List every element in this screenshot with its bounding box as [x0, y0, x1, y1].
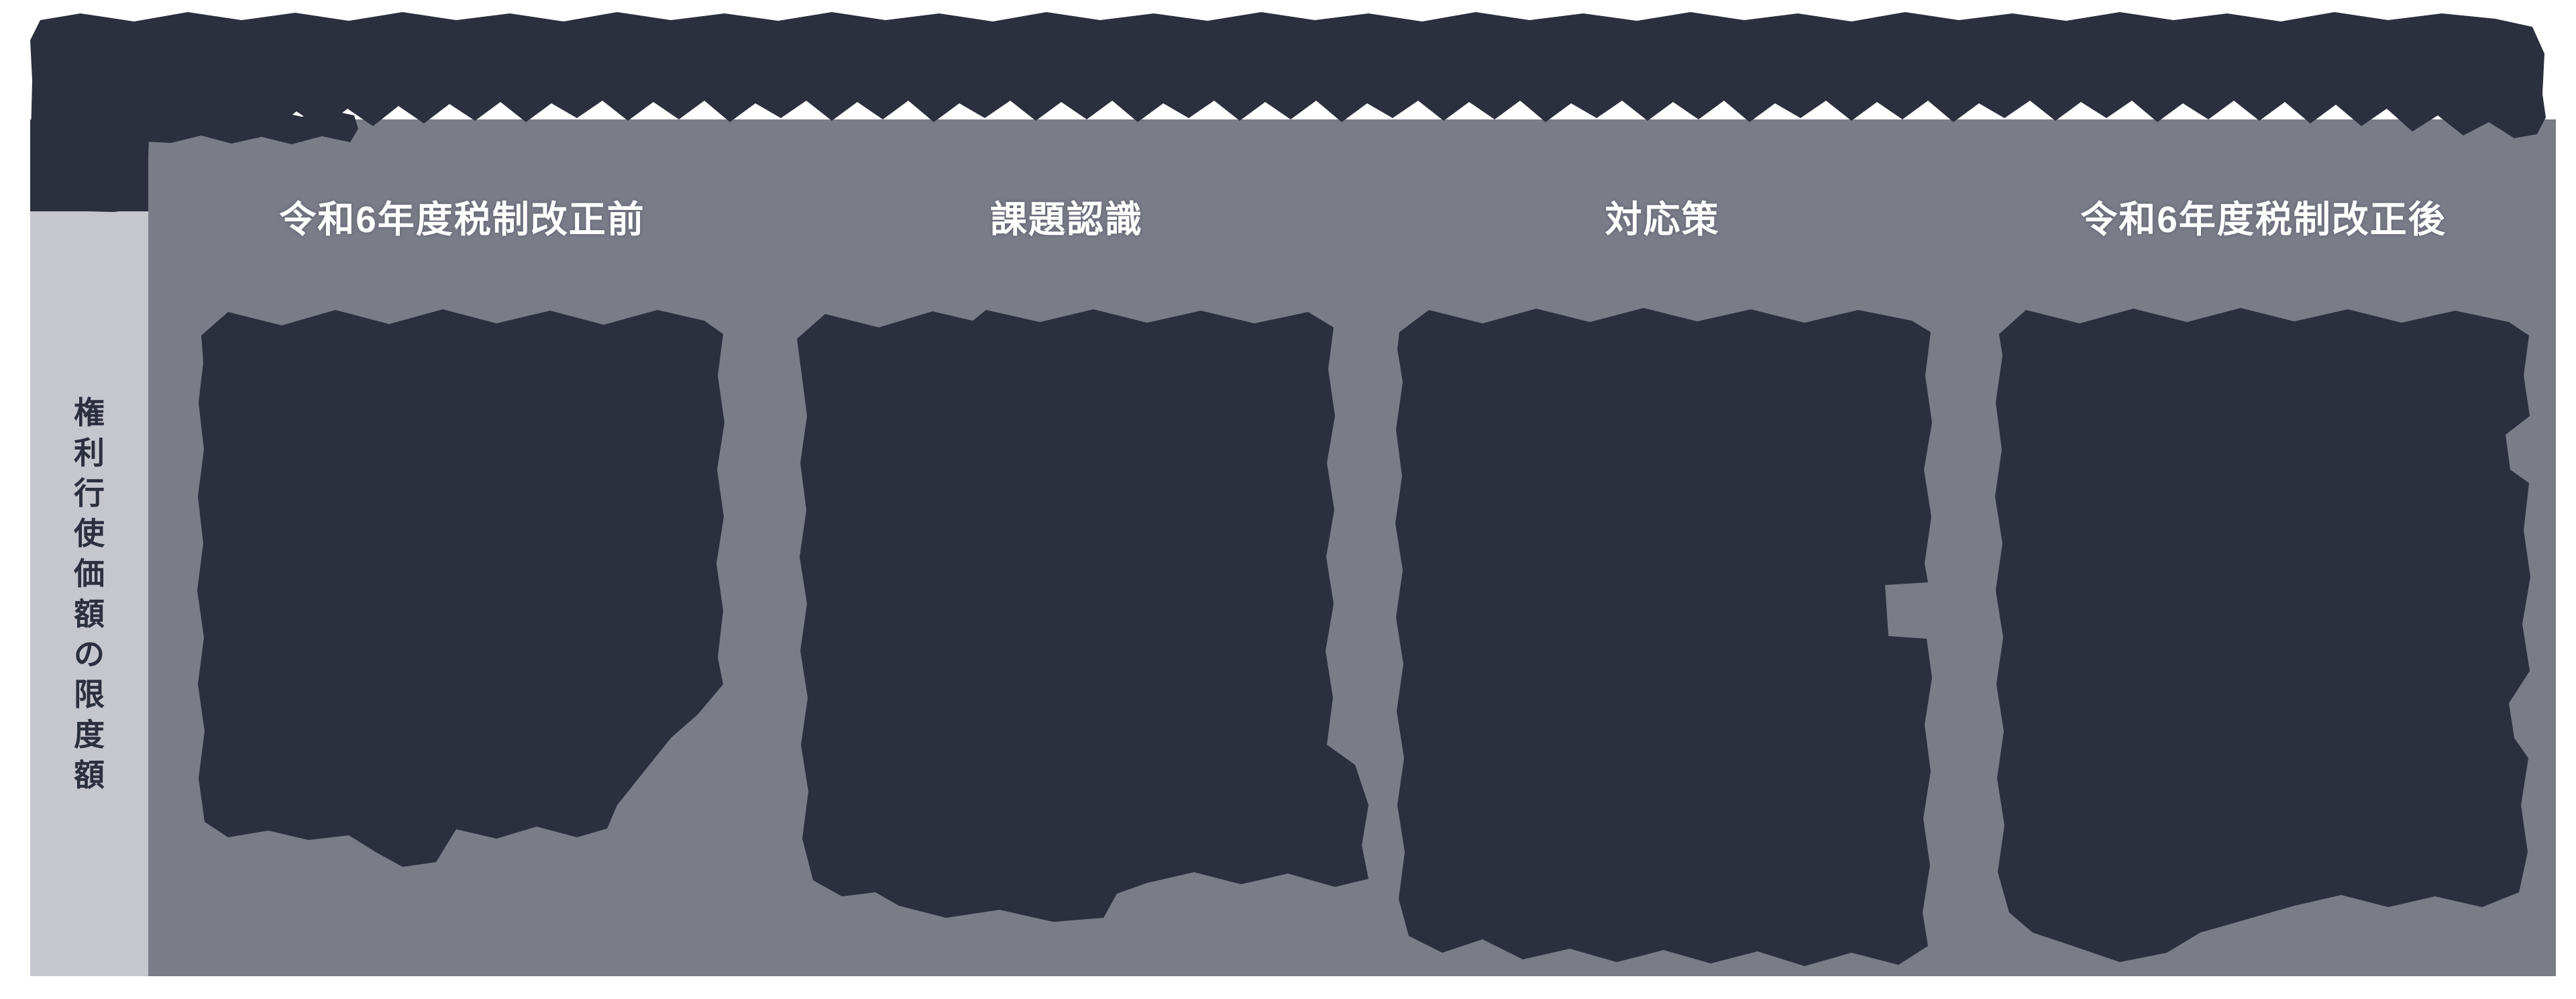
column-header-measures: 対応策 [1605, 199, 1720, 240]
row-label-cell: 権利行使価額の限度額 [30, 211, 148, 976]
body-text-blob-col2 [797, 309, 1368, 922]
title-text-blob [30, 12, 2546, 212]
column-header-issues: 課題認識 [989, 199, 1143, 240]
subtitle-note-blob [126, 109, 358, 144]
row-label: 権利行使価額の限度額 [74, 395, 105, 792]
body-text-blob-col3 [1395, 308, 1932, 966]
body-text-blob-col1 [197, 309, 724, 867]
column-header-before-reform: 令和6年度税制改正前 [279, 199, 645, 240]
column-header-after-reform: 令和6年度税制改正後 [2080, 199, 2447, 240]
body-text-blob-col4 [1995, 308, 2530, 962]
